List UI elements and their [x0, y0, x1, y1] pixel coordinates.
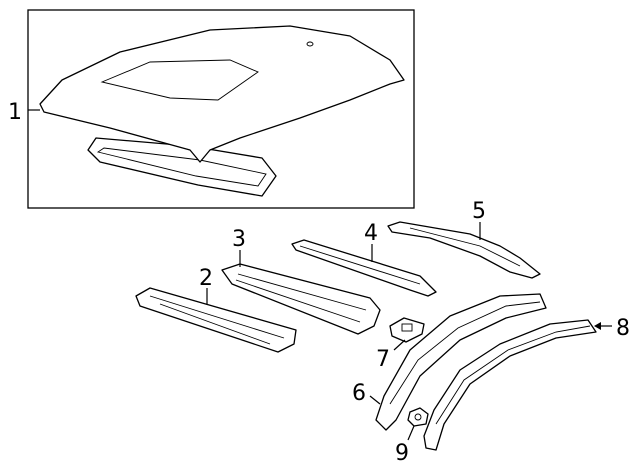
callout-9: 9 — [395, 441, 409, 466]
callout-8: 8 — [616, 316, 630, 341]
callout-4: 4 — [364, 221, 378, 246]
part-3-roof-bow — [221, 263, 381, 335]
callout-7: 7 — [376, 347, 390, 372]
part-4-front-header — [291, 239, 437, 297]
leader-7 — [393, 339, 406, 351]
arrow-8 — [594, 322, 601, 330]
callout-3: 3 — [232, 227, 246, 252]
callout-2: 2 — [199, 266, 213, 291]
callout-1: 1 — [8, 100, 22, 125]
part-7-bracket — [389, 317, 425, 343]
part-6-roof-side-rail — [375, 293, 547, 431]
callout-5: 5 — [472, 199, 486, 224]
leader-6 — [369, 395, 381, 405]
part-1-roof-panel — [39, 25, 405, 197]
part-2-roof-bow — [135, 287, 297, 353]
callout-6: 6 — [352, 381, 366, 406]
roof-panel-inset-box — [27, 9, 415, 209]
leader-9 — [407, 425, 415, 441]
part-8-roof-side-rail — [423, 319, 597, 451]
part-9-clip — [407, 407, 429, 427]
part-5-windshield-header — [387, 221, 541, 279]
